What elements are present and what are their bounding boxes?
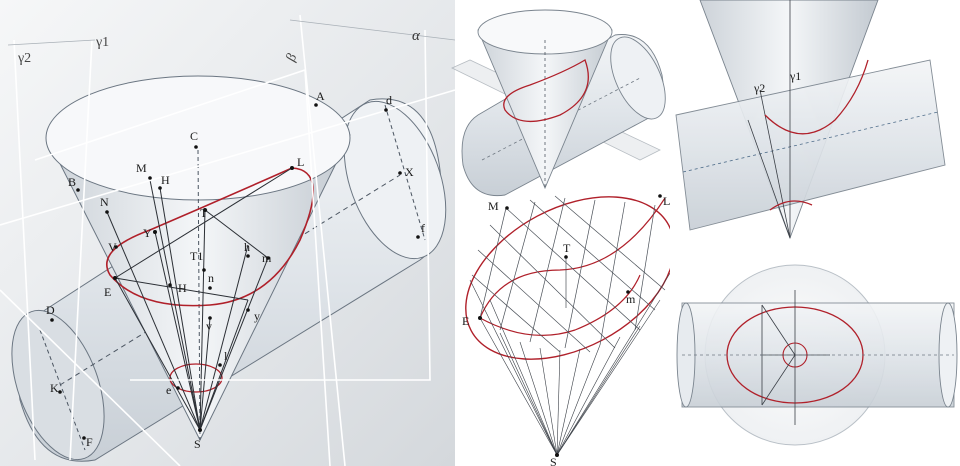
point-T1-label: T1 bbox=[190, 249, 203, 263]
main-figure: α β γ1 γ2 A d C L X f M H B N bbox=[0, 0, 456, 466]
point-A-label: A bbox=[316, 89, 325, 103]
section-outer-curve bbox=[465, 196, 675, 360]
point-C-label: C bbox=[190, 129, 198, 143]
front-view-curve-bottom bbox=[769, 200, 813, 211]
top-middle-intersection-curve bbox=[503, 59, 589, 122]
plane-gamma2-label: γ2 bbox=[17, 51, 31, 66]
section-point-E-label: E bbox=[462, 314, 469, 328]
point-D-label: D bbox=[46, 303, 55, 317]
main-plane-outlines bbox=[7, 19, 456, 46]
point-H-label: H bbox=[161, 173, 170, 187]
point-T-label: T bbox=[200, 206, 208, 220]
main-intersection-curve bbox=[105, 167, 315, 307]
section-point-dots bbox=[478, 194, 662, 457]
point-S-label: S bbox=[194, 437, 201, 451]
point-L-label: L bbox=[297, 155, 304, 169]
point-N-label: N bbox=[100, 195, 109, 209]
plane-alpha-label: α bbox=[412, 28, 421, 44]
section-point-T-label: T bbox=[563, 241, 571, 255]
top-view-figure bbox=[670, 245, 960, 466]
section-rays bbox=[469, 269, 673, 456]
front-view-gamma1-label: γ1 bbox=[789, 69, 801, 83]
point-F-label: F bbox=[86, 435, 93, 449]
point-X-label: X bbox=[405, 165, 414, 179]
left-end-diameter bbox=[39, 329, 86, 451]
main-point-dots bbox=[50, 103, 420, 440]
front-view-curve-top bbox=[764, 59, 869, 135]
section-inner-curve-top bbox=[479, 197, 666, 319]
plane-gamma1-label: γ1 bbox=[95, 35, 109, 50]
top-view-cylinder-end-left bbox=[676, 302, 696, 408]
top-middle-cylinder-end bbox=[610, 36, 666, 120]
point-H1-label: H bbox=[178, 281, 187, 295]
section-figure: M L T E m S bbox=[455, 194, 675, 466]
front-view-figure: γ2 γ1 bbox=[670, 0, 960, 245]
section-grid bbox=[471, 195, 666, 353]
main-cylinder-end-left bbox=[11, 309, 105, 461]
point-B-label: B bbox=[68, 175, 76, 189]
section-point-M-label: M bbox=[488, 199, 499, 213]
main-planes bbox=[0, 14, 456, 466]
right-end-diameter bbox=[384, 104, 426, 241]
point-f-label: f bbox=[421, 221, 425, 235]
front-view-rays bbox=[747, 0, 791, 239]
section-point-L-label: L bbox=[663, 194, 670, 208]
main-generators bbox=[106, 167, 293, 431]
main-cylinder-end-right bbox=[343, 100, 447, 260]
point-d-label: d bbox=[386, 93, 392, 107]
point-y-label: y bbox=[254, 309, 260, 323]
section-point-m-label: m bbox=[626, 292, 636, 306]
point-M-label: M bbox=[136, 161, 147, 175]
front-view-cylinder-axis bbox=[682, 111, 939, 173]
section-inner-curve-bottom bbox=[479, 274, 641, 336]
front-view-cylinder bbox=[675, 59, 946, 231]
point-e-label: e bbox=[166, 383, 171, 397]
point-l-label: l bbox=[224, 349, 228, 363]
point-n-label: n bbox=[208, 271, 214, 285]
point-E-label: E bbox=[104, 285, 111, 299]
section-point-S-label: S bbox=[550, 455, 557, 466]
top-middle-figure bbox=[451, 0, 670, 200]
point-m-label: m bbox=[262, 251, 272, 265]
point-K-label: K bbox=[50, 381, 59, 395]
small-red-ellipse bbox=[169, 363, 223, 393]
point-h-label: h bbox=[244, 240, 250, 254]
front-view-gamma2-label: γ2 bbox=[753, 81, 765, 95]
point-Y-label: Y bbox=[143, 226, 152, 240]
top-view-lines bbox=[760, 290, 830, 425]
point-v-label: v bbox=[206, 319, 212, 333]
point-V-label: V bbox=[108, 240, 117, 254]
